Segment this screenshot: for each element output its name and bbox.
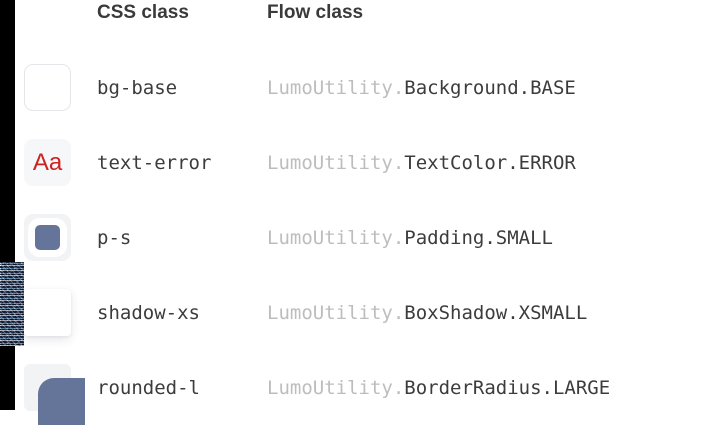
flow-class-prefix: LumoUtility. (267, 151, 405, 174)
flow-class-main: Background.BASE (404, 76, 576, 99)
table-cell-preview (24, 350, 88, 425)
table-cell-css-class: shadow-xs (97, 301, 200, 324)
table-header: CSS class Flow class (0, 0, 702, 40)
table-cell-css-class: text-error (97, 151, 212, 174)
padding-small-inner-block (35, 225, 60, 250)
table-row[interactable]: shadow-xs LumoUtility.BoxShadow.XSMALL (0, 275, 702, 350)
flow-class-prefix: LumoUtility. (267, 376, 405, 399)
flow-class-prefix: LumoUtility. (267, 76, 405, 99)
padding-small-swatch (24, 214, 71, 261)
table-row[interactable]: bg-base LumoUtility.Background.BASE (0, 50, 702, 125)
flow-class-main: BorderRadius.LARGE (404, 376, 611, 399)
table-cell-css-class: rounded-l (97, 376, 200, 399)
table-cell-preview (24, 200, 88, 275)
table-cell-flow-class: LumoUtility.Background.BASE (267, 50, 576, 125)
table-cell-flow-class: LumoUtility.BoxShadow.XSMALL (267, 275, 587, 350)
border-radius-large-swatch (24, 364, 85, 425)
table-row[interactable]: rounded-l LumoUtility.BorderRadius.LARGE (0, 350, 702, 425)
render-noise-artifact (0, 262, 24, 346)
table-cell-flow-class: LumoUtility.Padding.SMALL (267, 200, 553, 275)
table-cell-css-class: bg-base (97, 76, 178, 99)
table-cell-preview (24, 275, 88, 350)
bg-base-swatch (24, 64, 71, 111)
table-cell-preview (24, 50, 88, 125)
text-error-swatch: Aa (24, 139, 71, 186)
flow-class-main: TextColor.ERROR (404, 151, 576, 174)
table-cell-preview: Aa (24, 125, 88, 200)
utility-class-table: bg-base LumoUtility.Background.BASE Aa t… (0, 50, 702, 425)
table-cell-flow-class: LumoUtility.TextColor.ERROR (267, 125, 576, 200)
column-header-css-class[interactable]: CSS class (97, 2, 189, 23)
table-row[interactable]: p-s LumoUtility.Padding.SMALL (0, 200, 702, 275)
table-cell-flow-class: LumoUtility.BorderRadius.LARGE (267, 350, 610, 425)
border-radius-large-inner-block (38, 378, 85, 425)
left-black-gutter (0, 0, 15, 410)
table-row[interactable]: Aa text-error LumoUtility.TextColor.ERRO… (0, 125, 702, 200)
box-shadow-xsmall-swatch (24, 289, 71, 336)
table-cell-css-class: p-s (97, 226, 132, 249)
flow-class-main: Padding.SMALL (404, 226, 553, 249)
column-header-flow-class[interactable]: Flow class (267, 2, 364, 23)
flow-class-prefix: LumoUtility. (267, 301, 405, 324)
flow-class-prefix: LumoUtility. (267, 226, 405, 249)
flow-class-main: BoxShadow.XSMALL (404, 301, 588, 324)
